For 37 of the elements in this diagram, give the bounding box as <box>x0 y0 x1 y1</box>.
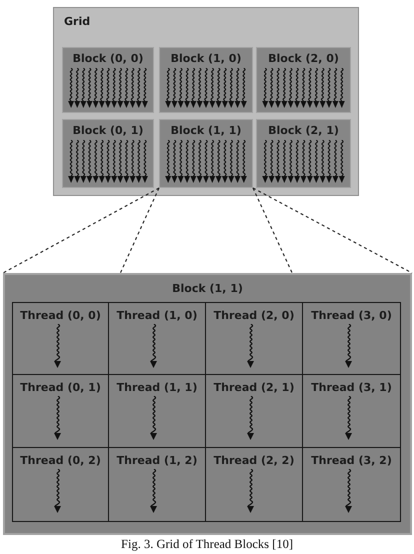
thread-label: Thread (2, 2) <box>214 454 294 467</box>
block-label: Block (1, 0) <box>170 52 242 65</box>
block-title: Block (1, 1) <box>172 282 243 295</box>
block-box <box>62 47 154 113</box>
block-label: Block (1, 1) <box>170 124 242 137</box>
thread-cell <box>12 447 109 522</box>
block-label: Block (0, 0) <box>72 52 144 65</box>
connector-line <box>252 188 293 274</box>
thread-label: Thread (2, 1) <box>214 381 294 394</box>
block-label: Block (2, 0) <box>268 52 339 65</box>
block-panel <box>3 273 412 535</box>
block-box <box>256 119 351 188</box>
block-box <box>159 47 253 113</box>
thread-label: Thread (3, 2) <box>311 454 392 467</box>
thread-label: Thread (0, 0) <box>20 309 101 322</box>
thread-label: Thread (1, 1) <box>116 381 198 394</box>
block-label: Block (0, 1) <box>72 124 144 137</box>
thread-label: Thread (3, 1) <box>311 381 392 394</box>
thread-label: Thread (1, 2) <box>116 454 198 467</box>
block-box <box>62 119 154 188</box>
thread-cell <box>302 447 401 522</box>
thread-label: Thread (0, 1) <box>20 381 101 394</box>
thread-label: Thread (0, 2) <box>20 454 101 467</box>
figure-caption: Fig. 3. Grid of Thread Blocks [10] <box>121 537 293 552</box>
grid-panel <box>53 7 359 196</box>
thread-label: Thread (2, 0) <box>214 309 294 322</box>
block-label: Block (2, 1) <box>268 124 339 137</box>
connector-line <box>120 188 160 274</box>
block-box <box>159 119 253 188</box>
thread-cell <box>12 302 109 375</box>
thread-cell <box>302 302 401 375</box>
thread-label: Thread (3, 0) <box>311 309 392 322</box>
thread-label: Thread (1, 0) <box>116 309 198 322</box>
connector-line <box>252 188 412 274</box>
grid-title: Grid <box>64 15 90 28</box>
block-box <box>256 47 351 113</box>
connector-line <box>2 188 160 274</box>
